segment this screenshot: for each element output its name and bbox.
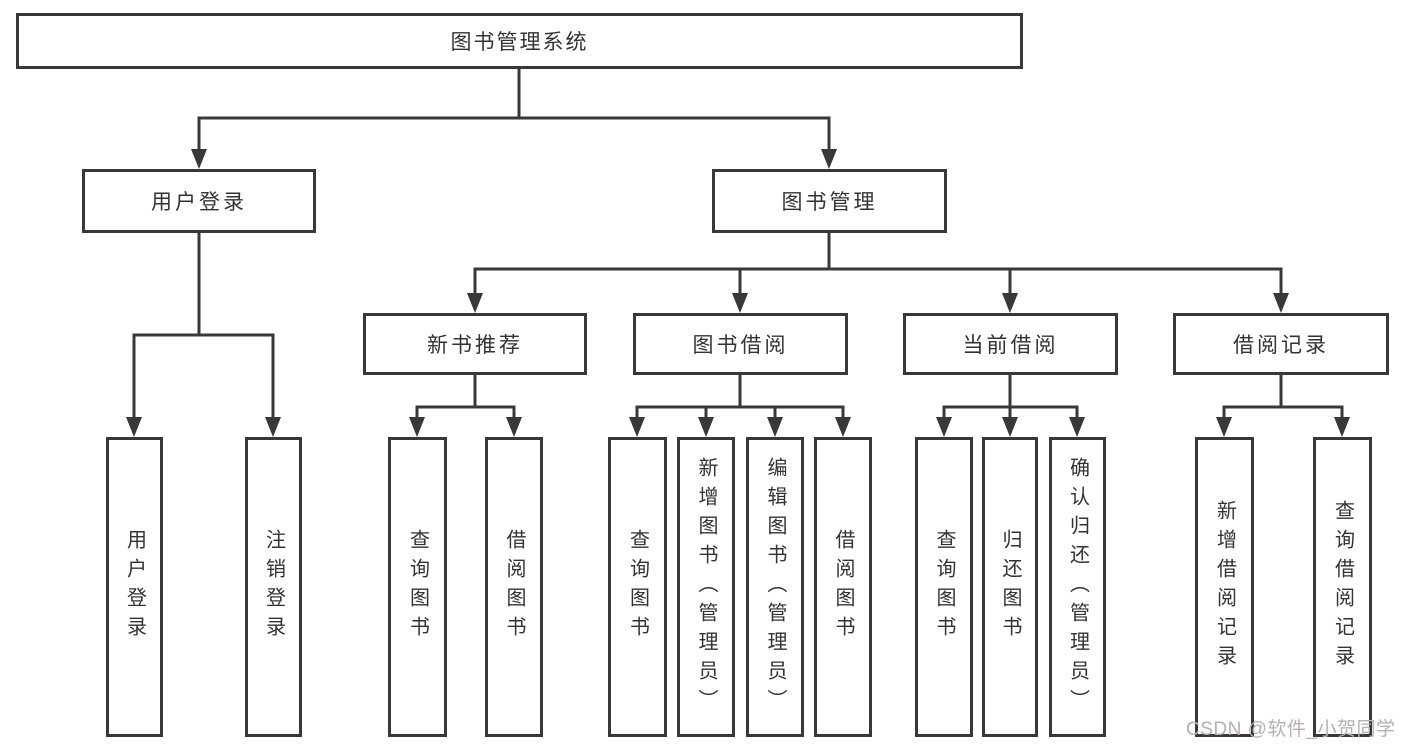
node-leaf-borrow-books: 借阅图书 bbox=[814, 437, 872, 737]
node-label: 当前借阅 bbox=[962, 334, 1059, 357]
arrowhead-icon bbox=[1002, 417, 1018, 437]
node-label: 用户登录 bbox=[151, 191, 247, 214]
node-leaf-recommend-query-books: 查询图书 bbox=[388, 437, 447, 737]
arrowhead-icon bbox=[506, 417, 522, 437]
node-user-login: 用户登录 bbox=[82, 169, 316, 233]
node-label: 借阅记录 bbox=[1233, 334, 1329, 357]
arrowhead-icon bbox=[835, 417, 851, 437]
node-label: 注销登录 bbox=[262, 529, 285, 645]
node-label: 编辑图书（管理员） bbox=[764, 456, 786, 718]
node-label: 图书管理系统 bbox=[450, 31, 589, 54]
arrowhead-icon bbox=[698, 417, 714, 437]
arrowhead-icon bbox=[1069, 417, 1085, 437]
node-label: 查询图书 bbox=[933, 529, 955, 645]
node-leaf-return-books: 归还图书 bbox=[982, 437, 1038, 737]
node-leaf-logout: 注销登录 bbox=[245, 437, 302, 737]
arrowhead-icon bbox=[767, 417, 783, 437]
arrowhead-icon bbox=[1216, 417, 1232, 437]
node-leaf-edit-books-admin: 编辑图书（管理员） bbox=[746, 437, 804, 737]
node-leaf-borrow-query-books: 查询图书 bbox=[608, 437, 667, 737]
node-label: 图书管理 bbox=[781, 191, 878, 214]
arrowhead-icon bbox=[821, 149, 837, 169]
node-leaf-add-books-admin: 新增图书（管理员） bbox=[677, 437, 735, 737]
arrowhead-icon bbox=[629, 417, 645, 437]
node-new-book-recommend: 新书推荐 bbox=[363, 313, 587, 375]
node-leaf-add-borrow-record: 新增借阅记录 bbox=[1195, 437, 1254, 737]
arrowhead-icon bbox=[936, 417, 952, 437]
node-book-borrowing: 图书借阅 bbox=[633, 313, 848, 375]
node-root: 图书管理系统 bbox=[16, 13, 1023, 69]
node-label: 查询图书 bbox=[626, 529, 649, 645]
node-label: 查询图书 bbox=[406, 529, 429, 645]
arrowhead-icon bbox=[467, 293, 483, 313]
node-label: 确认归还（管理员） bbox=[1066, 456, 1089, 718]
watermark: CSDN @软件_小贺同学 bbox=[1186, 719, 1396, 740]
node-label: 借阅图书 bbox=[503, 529, 525, 645]
arrowhead-icon bbox=[1334, 417, 1350, 437]
node-label: 查询借阅记录 bbox=[1331, 500, 1354, 674]
node-current-borrowing: 当前借阅 bbox=[903, 313, 1118, 375]
node-leaf-query-borrow-record: 查询借阅记录 bbox=[1313, 437, 1372, 737]
node-label: 新书推荐 bbox=[427, 334, 523, 357]
arrowhead-icon bbox=[409, 417, 425, 437]
node-label: 图书借阅 bbox=[692, 334, 789, 357]
arrowhead-icon bbox=[1273, 293, 1289, 313]
node-book-management: 图书管理 bbox=[712, 169, 947, 233]
node-leaf-confirm-return-admin: 确认归还（管理员） bbox=[1049, 437, 1106, 737]
node-leaf-user-login: 用户登录 bbox=[106, 437, 163, 737]
arrowhead-icon bbox=[126, 417, 142, 437]
node-label: 新增借阅记录 bbox=[1213, 500, 1236, 674]
arrowhead-icon bbox=[732, 293, 748, 313]
node-borrowing-records: 借阅记录 bbox=[1173, 313, 1389, 375]
node-label: 用户登录 bbox=[123, 529, 146, 645]
node-label: 新增图书（管理员） bbox=[695, 456, 717, 718]
node-label: 借阅图书 bbox=[832, 529, 854, 645]
arrowhead-icon bbox=[191, 149, 207, 169]
node-leaf-current-query-books: 查询图书 bbox=[915, 437, 973, 737]
node-label: 归还图书 bbox=[999, 529, 1021, 645]
node-leaf-recommend-borrow-books: 借阅图书 bbox=[485, 437, 543, 737]
arrowhead-icon bbox=[1002, 293, 1018, 313]
arrowhead-icon bbox=[265, 417, 281, 437]
